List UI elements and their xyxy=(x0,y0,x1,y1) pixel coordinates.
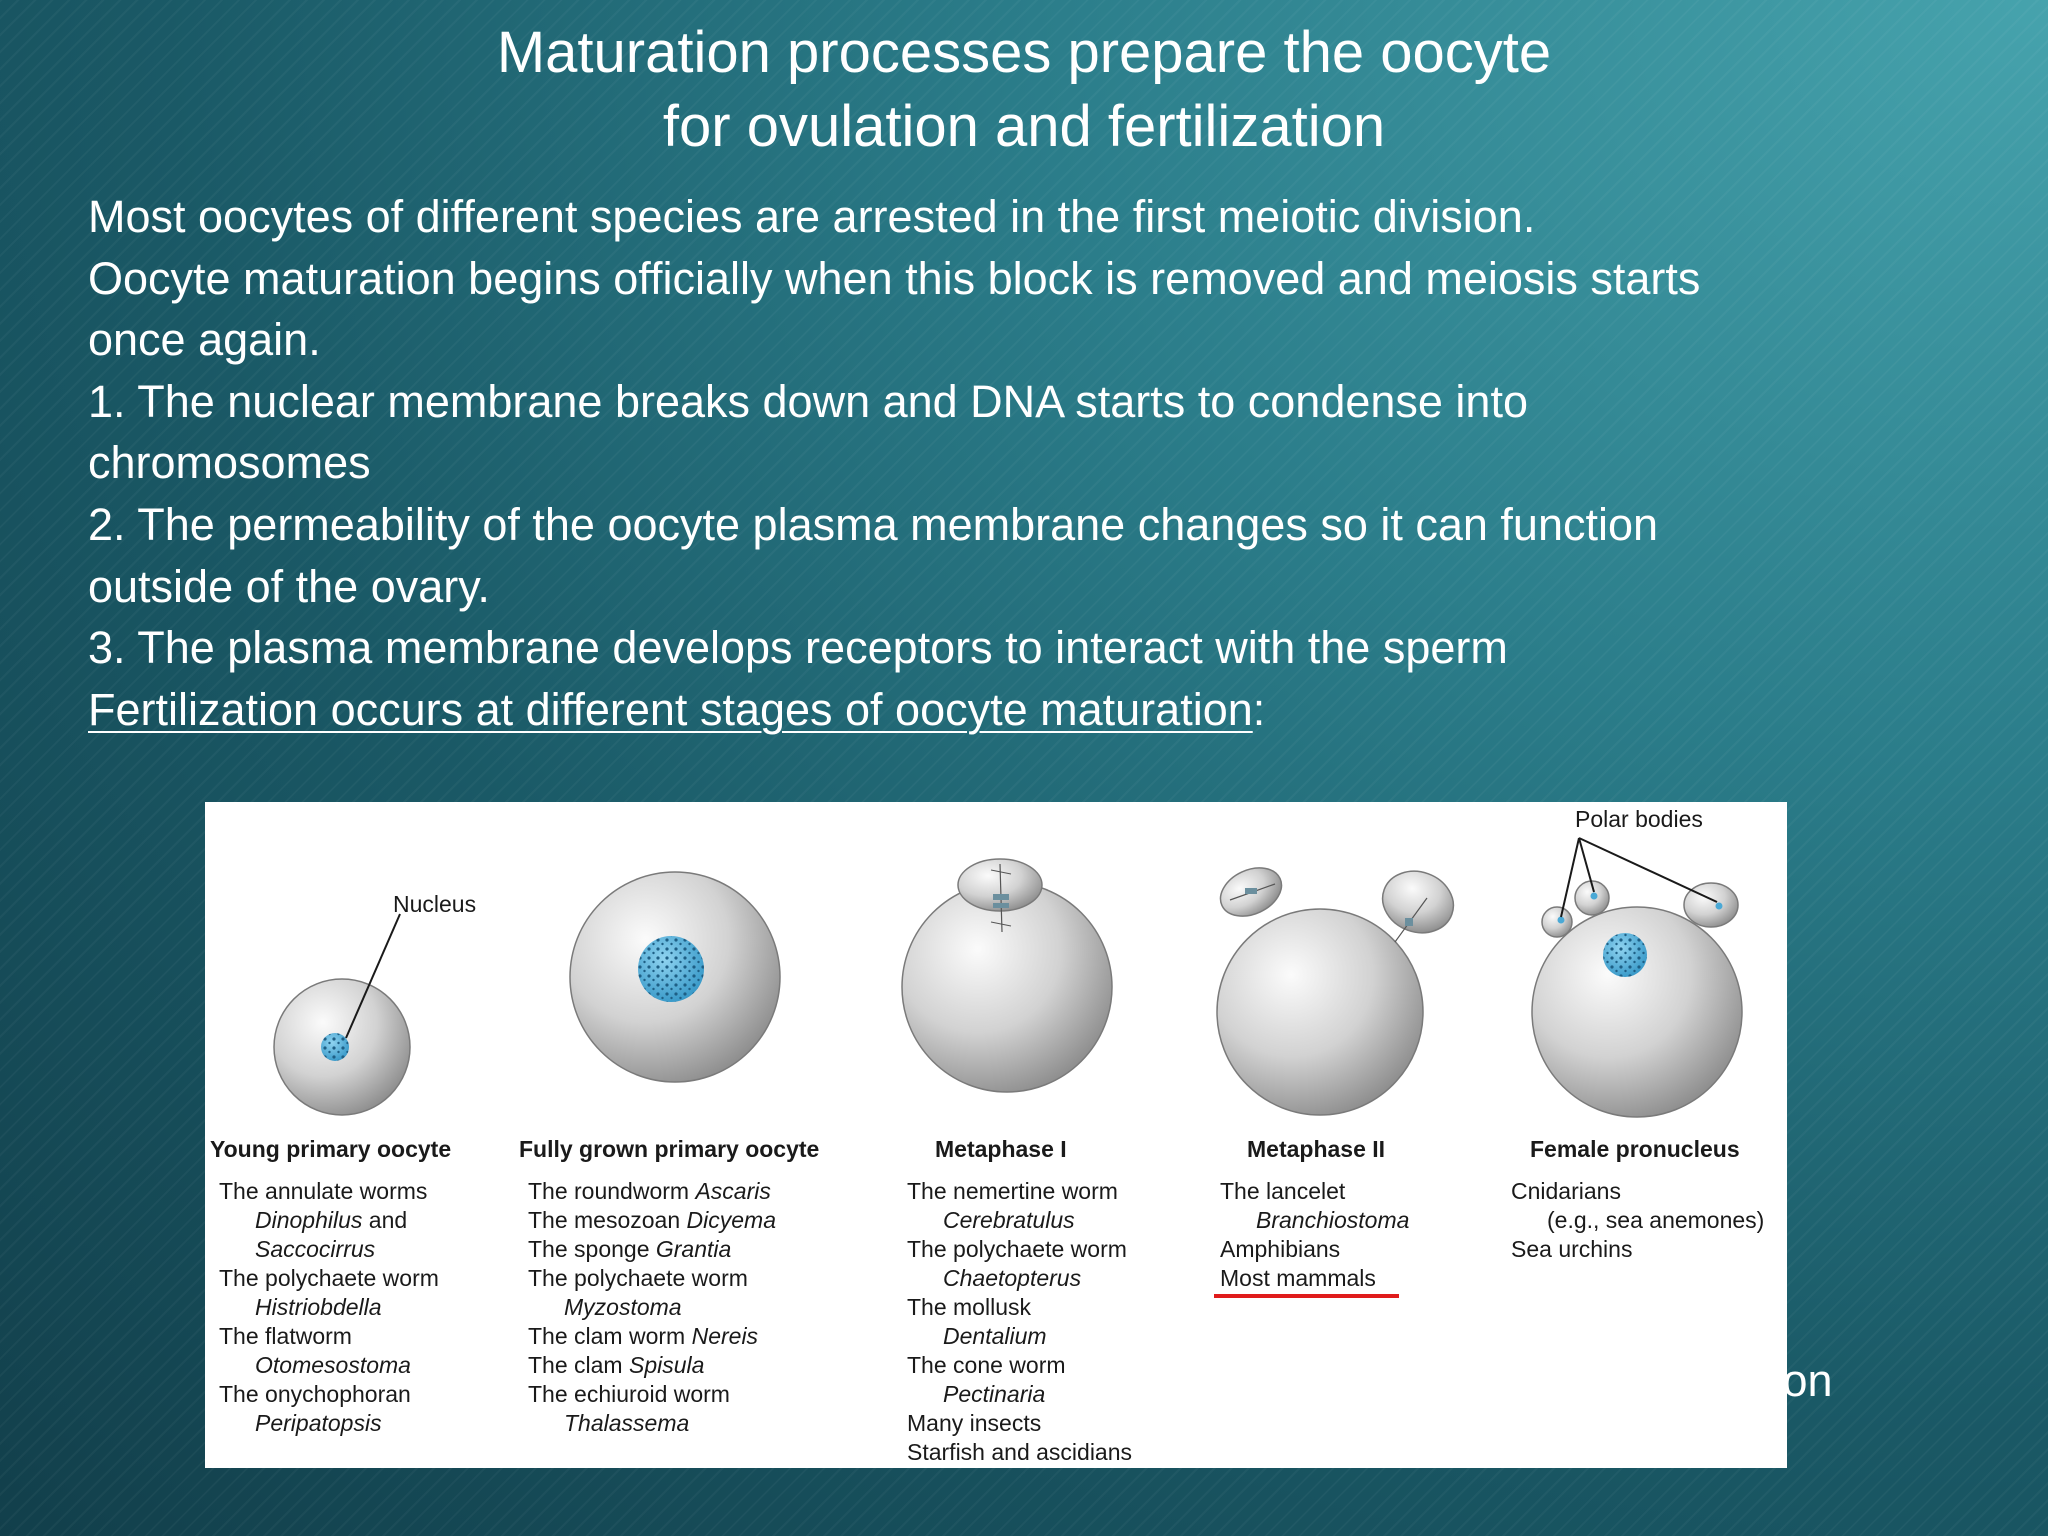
metaphase-two-cell xyxy=(1216,867,1455,1116)
polar-bodies-pointers xyxy=(1560,837,1718,918)
figure-canvas: Nucleus xyxy=(210,806,1764,1465)
species-line: The mollusk xyxy=(907,1294,1031,1320)
species-line: and xyxy=(362,1207,407,1233)
title-line-2: for ovulation and fertilization xyxy=(662,94,1386,159)
slide-body: Most oocytes of different species are ar… xyxy=(88,186,1988,740)
body-line: 1. The nuclear membrane breaks down and … xyxy=(88,375,1528,427)
species-name: Grantia xyxy=(656,1236,731,1262)
grown-oocyte-cell xyxy=(569,871,781,1083)
species-name: Branchiostoma xyxy=(1256,1207,1409,1233)
species-line: The annulate worms xyxy=(219,1178,427,1204)
svg-text:The clam Spisula: The clam Spisula xyxy=(528,1352,704,1378)
species-name: Cerebratulus xyxy=(943,1207,1075,1233)
species-list-pronucleus: Cnidarians (e.g., sea anemones) Sea urch… xyxy=(1511,1178,1764,1262)
female-pronucleus-cell xyxy=(1531,880,1743,1118)
body-line: chromosomes xyxy=(88,437,371,489)
fertilization-heading: Fertilization occurs at different stages… xyxy=(88,683,1253,735)
species-line: The clam worm xyxy=(528,1323,692,1349)
species-list-young: The annulate worms Dinophilus and Saccoc… xyxy=(219,1178,439,1436)
stage-young-primary: Young primary oocyte xyxy=(210,1136,451,1162)
species-name: Pectinaria xyxy=(943,1381,1045,1407)
species-line: The flatworm xyxy=(219,1323,352,1349)
fertilization-line: Fertilization occurs at different stages… xyxy=(88,679,1988,741)
polar-bodies-label: Polar bodies xyxy=(1575,806,1703,832)
oocyte-maturation-figure: Nucleus xyxy=(205,802,1787,1468)
species-line: The polychaete worm xyxy=(907,1236,1127,1262)
species-name: Dinophilus xyxy=(255,1207,363,1233)
svg-text:The mesozoan Dicyema: The mesozoan Dicyema xyxy=(528,1207,776,1233)
body-line: Most oocytes of different species are ar… xyxy=(88,191,1536,242)
young-oocyte-cell xyxy=(273,978,411,1116)
species-list-metaphase-two: The lancelet Branchiostoma Amphibians Mo… xyxy=(1214,1178,1409,1298)
species-line: The lancelet xyxy=(1220,1178,1346,1204)
species-name: Nereis xyxy=(692,1323,759,1349)
species-list-metaphase-one: The nemertine worm Cerebratulus The poly… xyxy=(907,1178,1132,1465)
species-line: The onychophoran xyxy=(219,1381,411,1407)
species-line: The nemertine worm xyxy=(907,1178,1118,1204)
body-line: once again. xyxy=(88,314,321,366)
species-line: Sea urchins xyxy=(1511,1236,1632,1262)
species-line: The sponge xyxy=(528,1236,656,1262)
stage-fully-grown: Fully grown primary oocyte xyxy=(519,1136,819,1162)
species-line: Amphibians xyxy=(1220,1236,1340,1262)
slide-title: Maturation processes prepare the oocyte … xyxy=(0,16,2048,164)
species-line: (e.g., sea anemones) xyxy=(1547,1207,1764,1233)
nucleus-label: Nucleus xyxy=(393,891,476,917)
species-line: The roundworm xyxy=(528,1178,695,1204)
species-list-grown: The roundworm Ascaris The mesozoan Dicye… xyxy=(528,1178,776,1436)
species-name: Dentalium xyxy=(943,1323,1047,1349)
species-name: Chaetopterus xyxy=(943,1265,1082,1291)
body-line: outside of the ovary. xyxy=(88,560,490,612)
body-line: 3. The plasma membrane develops receptor… xyxy=(88,622,1508,674)
species-name: Spisula xyxy=(629,1352,704,1378)
species-name: Thalassema xyxy=(564,1410,689,1436)
stage-metaphase-one: Metaphase I xyxy=(935,1136,1067,1162)
body-line: Oocyte maturation begins officially when… xyxy=(88,252,1701,304)
species-line: Cnidarians xyxy=(1511,1178,1621,1204)
stage-female-pronucleus: Female pronucleus xyxy=(1530,1136,1740,1162)
svg-text:Dinophilus and: Dinophilus and xyxy=(255,1207,407,1233)
fertilization-colon: : xyxy=(1252,683,1266,735)
species-line: The echiuroid worm xyxy=(528,1381,730,1407)
metaphase-one-cell xyxy=(901,858,1113,1093)
species-name: Peripatopsis xyxy=(255,1410,382,1436)
species-line: The mesozoan xyxy=(528,1207,687,1233)
svg-text:The clam worm Nereis: The clam worm Nereis xyxy=(528,1323,759,1349)
species-name: Dicyema xyxy=(687,1207,776,1233)
svg-text:The sponge Grantia: The sponge Grantia xyxy=(528,1236,731,1262)
most-mammals-label: Most mammals xyxy=(1220,1265,1376,1291)
body-line: 2. The permeability of the oocyte plasma… xyxy=(88,498,1659,550)
species-name: Saccocirrus xyxy=(255,1236,376,1262)
species-line: Many insects xyxy=(907,1410,1041,1436)
svg-text:The roundworm Ascaris: The roundworm Ascaris xyxy=(528,1178,771,1204)
species-line: The polychaete worm xyxy=(528,1265,748,1291)
species-line: The polychaete worm xyxy=(219,1265,439,1291)
nucleus-pointer xyxy=(345,913,401,1039)
species-name: Histriobdella xyxy=(255,1294,382,1320)
species-line: Starfish and ascidians xyxy=(907,1439,1132,1465)
species-line: The clam xyxy=(528,1352,629,1378)
title-line-1: Maturation processes prepare the oocyte xyxy=(496,20,1552,85)
species-line: The cone worm xyxy=(907,1352,1066,1378)
species-name: Otomesostoma xyxy=(255,1352,411,1378)
stage-metaphase-two: Metaphase II xyxy=(1247,1136,1385,1162)
species-name: Myzostoma xyxy=(564,1294,682,1320)
species-name: Ascaris xyxy=(693,1178,771,1204)
